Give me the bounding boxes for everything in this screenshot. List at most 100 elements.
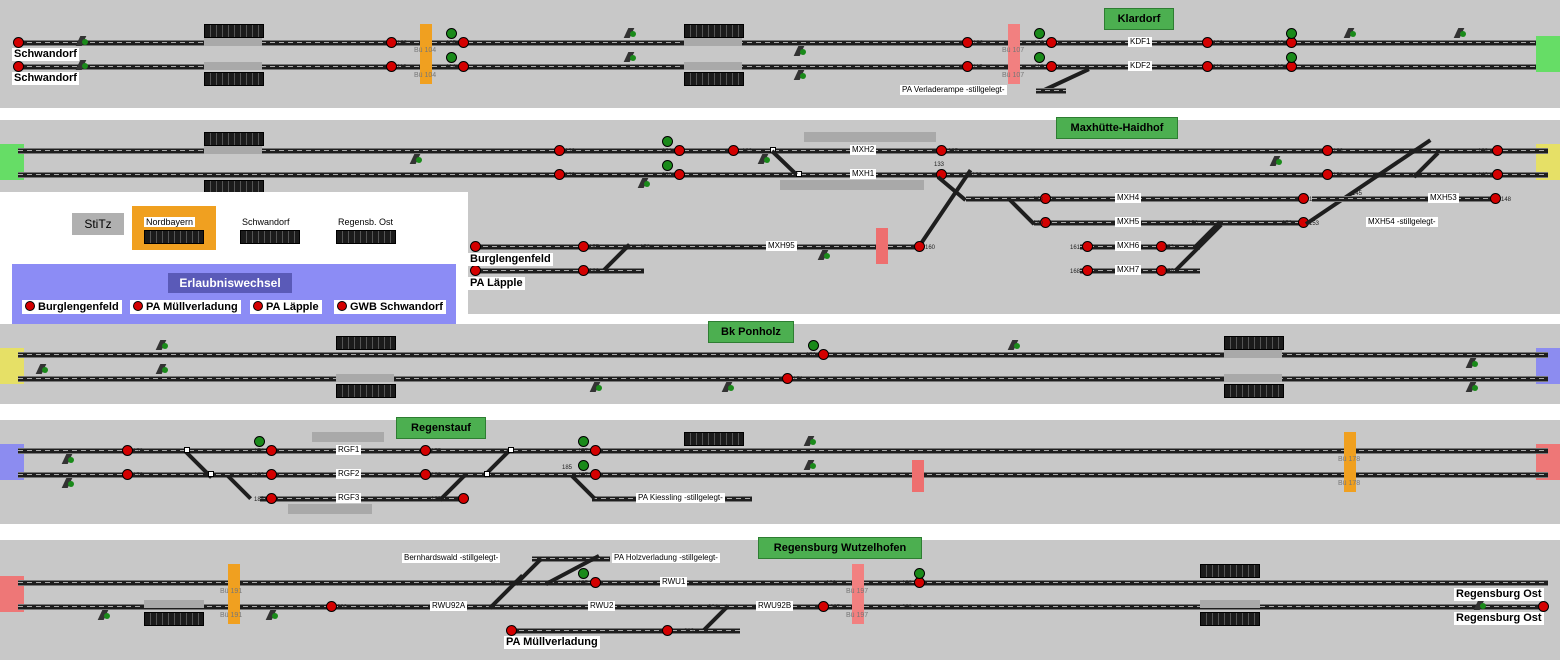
signal[interactable] (1490, 193, 1501, 204)
signal[interactable] (962, 37, 973, 48)
track-muellverladung[interactable] (510, 628, 740, 634)
track-laepple[interactable] (474, 268, 644, 274)
signal[interactable] (578, 241, 589, 252)
signal[interactable] (914, 241, 925, 252)
signal-green[interactable] (1034, 52, 1045, 63)
signal[interactable] (1202, 61, 1213, 72)
signal-green[interactable] (446, 28, 457, 39)
area-regensburg-label[interactable]: Regensb. Ost (336, 217, 396, 227)
switch-icon[interactable] (638, 178, 650, 188)
block-section[interactable] (1200, 612, 1260, 626)
signal[interactable] (1492, 145, 1503, 156)
signal-green[interactable] (578, 568, 589, 579)
signal-green[interactable] (1034, 28, 1045, 39)
signal[interactable] (674, 145, 685, 156)
switch-icon[interactable] (804, 460, 816, 470)
block-section[interactable] (336, 384, 396, 398)
signal[interactable] (1046, 37, 1057, 48)
track-verladerampe-stub[interactable] (1036, 88, 1066, 94)
signal[interactable] (578, 265, 589, 276)
signal-green[interactable] (254, 436, 265, 447)
erlaubnis-muellverladung-button[interactable]: PA Müllverladung (130, 300, 241, 314)
signal[interactable] (818, 601, 829, 612)
switch-icon[interactable] (1474, 600, 1486, 610)
signal[interactable] (420, 445, 431, 456)
signal[interactable] (554, 145, 565, 156)
switch-icon[interactable] (794, 70, 806, 80)
stitz-button[interactable]: StiTz (72, 213, 124, 235)
switch-icon[interactable] (76, 60, 88, 70)
crossing-marker[interactable] (876, 228, 888, 264)
track-ponholz-upper[interactable] (18, 352, 1548, 358)
signal[interactable] (674, 169, 685, 180)
switch-icon[interactable] (624, 52, 636, 62)
block-section[interactable] (204, 72, 264, 86)
signal[interactable] (590, 577, 601, 588)
signal-green[interactable] (578, 460, 589, 471)
signal[interactable] (1082, 265, 1093, 276)
crossing-marker[interactable] (912, 460, 924, 492)
signal-green[interactable] (446, 52, 457, 63)
switch-icon[interactable] (410, 154, 422, 164)
signal[interactable] (1040, 193, 1051, 204)
switch-icon[interactable] (1008, 340, 1020, 350)
block-section[interactable] (684, 432, 744, 446)
signal[interactable] (458, 61, 469, 72)
signal[interactable] (936, 145, 947, 156)
track-rgf-upper[interactable] (18, 448, 1548, 454)
block-section[interactable] (1224, 384, 1284, 398)
switch-icon[interactable] (266, 610, 278, 620)
track-mxh5[interactable] (1034, 220, 1306, 226)
block-section[interactable] (684, 24, 744, 38)
signal[interactable] (1322, 169, 1333, 180)
switch-icon[interactable] (36, 364, 48, 374)
track-rwu-upper[interactable] (18, 580, 1548, 586)
signal[interactable] (266, 493, 277, 504)
switch-icon[interactable] (156, 364, 168, 374)
signal[interactable] (420, 469, 431, 480)
signal[interactable] (962, 61, 973, 72)
block-section[interactable] (204, 24, 264, 38)
switch-icon[interactable] (1344, 28, 1356, 38)
signal[interactable] (554, 169, 565, 180)
block-section[interactable] (1200, 564, 1260, 578)
signal[interactable] (266, 469, 277, 480)
crossing-bu107[interactable] (1008, 24, 1020, 84)
signal[interactable] (1046, 61, 1057, 72)
signal[interactable] (506, 625, 517, 636)
track-mxh-upper[interactable] (18, 148, 1548, 154)
signal[interactable] (458, 37, 469, 48)
erlaubnis-laepple-button[interactable]: PA Läpple (250, 300, 322, 314)
switch-icon[interactable] (62, 454, 74, 464)
area-schwandorf-label[interactable]: Schwandorf (240, 217, 292, 227)
crossing-bu104[interactable] (420, 24, 432, 84)
switch-icon[interactable] (722, 382, 734, 392)
track-mxh-lower[interactable] (18, 172, 1548, 178)
signal[interactable] (728, 145, 739, 156)
switch-icon[interactable] (62, 478, 74, 488)
track-mxh95[interactable] (474, 244, 924, 250)
signal-green[interactable] (662, 136, 673, 147)
signal[interactable] (1322, 145, 1333, 156)
signal[interactable] (1538, 601, 1549, 612)
signal[interactable] (1492, 169, 1503, 180)
block-section[interactable] (204, 132, 264, 146)
block-section[interactable] (684, 72, 744, 86)
switch-icon[interactable] (98, 610, 110, 620)
signal[interactable] (1156, 265, 1167, 276)
block-section[interactable] (144, 612, 204, 626)
edge-marker-east-klardorf[interactable] (1536, 36, 1560, 72)
switch-icon[interactable] (1270, 156, 1282, 166)
signal[interactable] (662, 625, 673, 636)
switch-icon[interactable] (1454, 28, 1466, 38)
switch-icon[interactable] (1466, 358, 1478, 368)
crossing-bu197[interactable] (852, 564, 864, 624)
signal[interactable] (326, 601, 337, 612)
signal[interactable] (590, 469, 601, 480)
signal[interactable] (1040, 217, 1051, 228)
signal[interactable] (1082, 241, 1093, 252)
signal[interactable] (458, 493, 469, 504)
switch-icon[interactable] (624, 28, 636, 38)
erlaubnis-burglengenfeld-button[interactable]: Burglengenfeld (22, 300, 122, 314)
switch-icon[interactable] (804, 436, 816, 446)
